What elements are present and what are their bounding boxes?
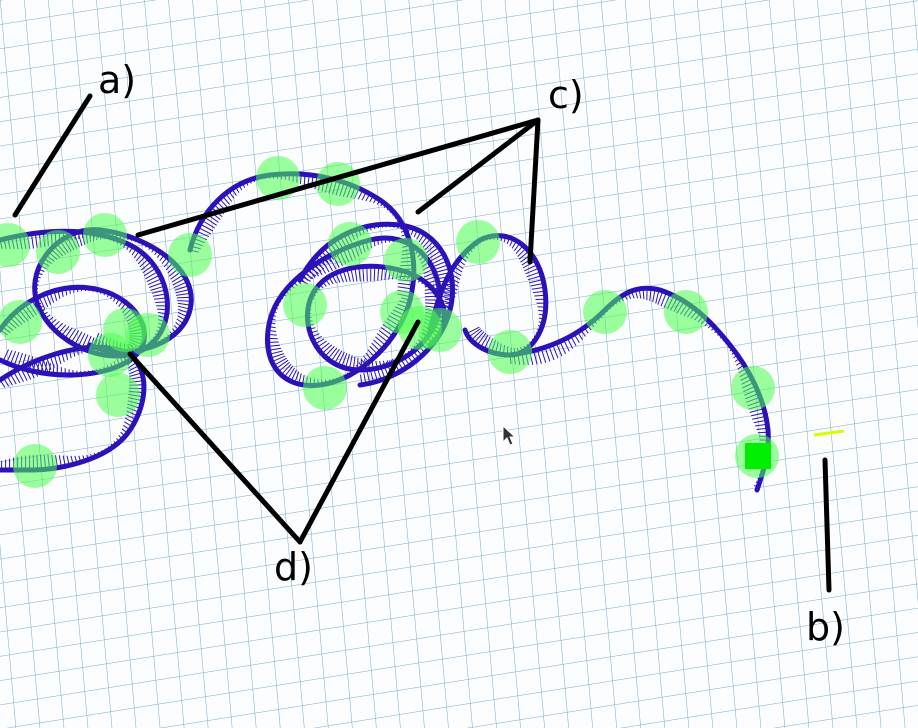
label-c: c) [548, 73, 584, 117]
arrow-tick [30, 233, 34, 249]
mouse-cursor-icon [502, 424, 517, 446]
arrow-tick [362, 266, 365, 282]
arrow-tick [328, 255, 337, 270]
arrow-tick [146, 274, 161, 283]
arrow-tick [203, 216, 217, 226]
arrow-tick [273, 357, 287, 366]
label-d: d) [274, 545, 313, 589]
label-a: a) [98, 58, 136, 102]
arrow-tick [378, 330, 392, 340]
arrow-tick [473, 331, 485, 344]
arrow-tick [199, 223, 214, 232]
arrow-tick [552, 344, 559, 359]
arrow-tick [270, 353, 285, 359]
label-b: b) [806, 605, 845, 649]
arrow-tick [13, 351, 20, 367]
arrow-tick [522, 260, 536, 269]
arrow-tick [397, 286, 413, 290]
leader-c-3 [527, 117, 541, 265]
leader-b [822, 457, 832, 593]
arrow-tick [526, 271, 541, 278]
leader-d-2 [297, 319, 421, 545]
arrow-tick [380, 326, 394, 337]
annotation-leaders [12, 93, 832, 593]
arrow-tick [525, 267, 540, 275]
arrow-tick [431, 256, 446, 265]
leader-c-1 [135, 117, 541, 238]
arrow-tick [373, 266, 376, 281]
arrow-tick [334, 350, 343, 364]
arrow-tick [147, 278, 162, 286]
arrow-tick [433, 260, 448, 268]
arrow-tick [201, 220, 216, 229]
arrow-tick [174, 285, 189, 291]
arrow-tick [523, 264, 538, 272]
arrow-tick [358, 266, 361, 282]
leader-c-2 [415, 117, 541, 215]
arrow-tick [435, 268, 450, 273]
arrow-tick [397, 282, 413, 286]
leader-d-1 [127, 351, 303, 545]
arrow-tick [548, 345, 555, 361]
robot-body [745, 443, 771, 469]
arrow-tick [366, 266, 368, 282]
arrow-tick [536, 349, 542, 364]
arrow-tick [527, 275, 543, 281]
leader-a [12, 93, 93, 218]
arrow-tick [540, 348, 547, 363]
arrow-tick [34, 233, 38, 249]
arrow-tick [271, 355, 286, 363]
arrow-tick [555, 342, 563, 357]
arrow-tick [470, 329, 483, 341]
arrow-tick [175, 288, 191, 294]
arrow-tick [149, 281, 164, 288]
arrow-tick [277, 361, 290, 373]
arrow-tick [544, 347, 551, 362]
arrow-tick [749, 408, 765, 413]
goal-marker [813, 429, 845, 437]
arrow-tick [434, 264, 449, 270]
arrow-tick [17, 352, 23, 368]
